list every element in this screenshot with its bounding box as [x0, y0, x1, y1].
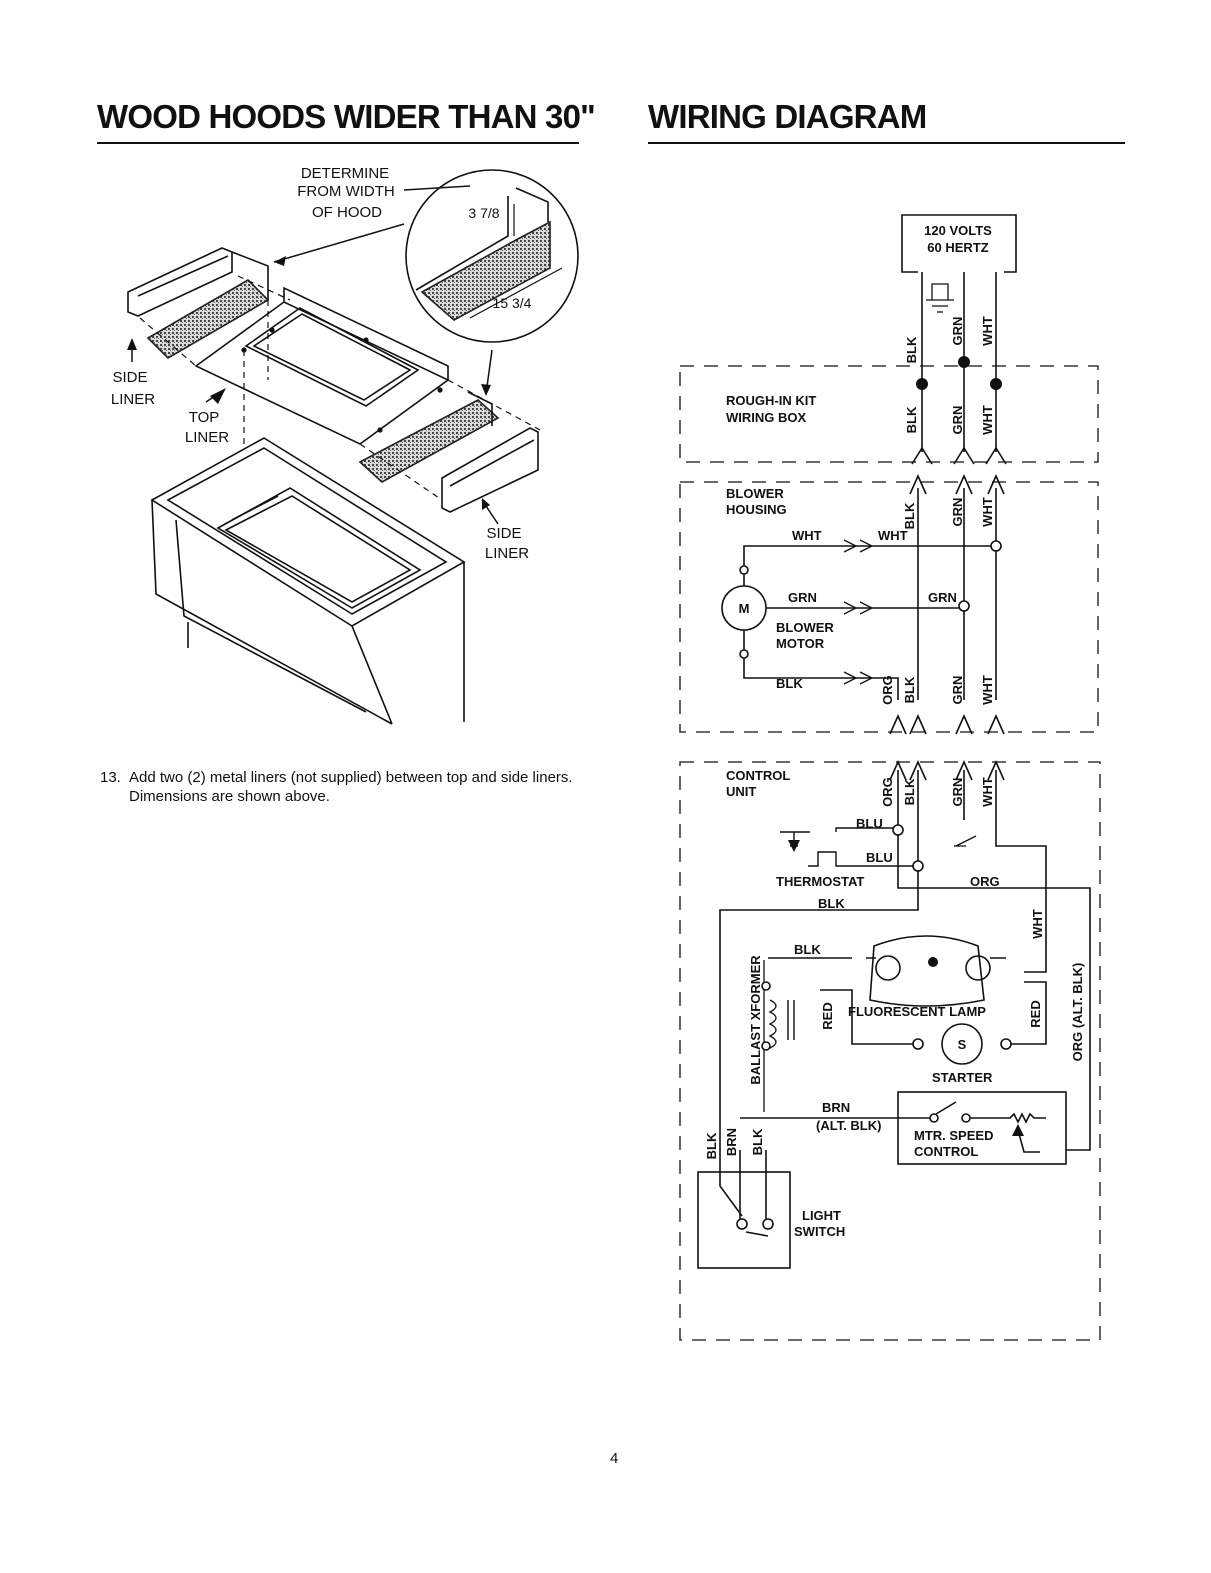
heading-wiring-diagram: WIRING DIAGRAM — [648, 98, 927, 135]
wire-label-blk-ballast: BLK — [794, 942, 821, 957]
label-side-liner-right-1: SIDE — [486, 525, 521, 542]
wire-label-blk-control: BLK — [902, 778, 917, 805]
wire-label-blk-blower: BLK — [902, 502, 917, 529]
step-text: Add two (2) metal liners (not supplied) … — [129, 769, 573, 805]
wire-label-grn-blower: GRN — [950, 498, 965, 527]
wire-label-grn-motor: GRN — [788, 590, 817, 605]
dim-three-seven-eighths: 3 7/8 — [468, 205, 499, 221]
wire-label-blk-switch-1: BLK — [704, 1132, 719, 1159]
wire-label-blk-thermostat: BLK — [818, 896, 845, 911]
motor-symbol-letter: M — [739, 601, 750, 616]
hood-figure-labels: DETERMINE FROM WIDTH OF HOOD 3 7/8 15 3/… — [111, 165, 532, 562]
hood-body — [150, 437, 466, 725]
top-liner-part — [194, 286, 450, 445]
blower-motor-label-2: MOTOR — [776, 636, 825, 651]
wire-label-blk-blower-bottom: BLK — [902, 676, 917, 703]
speed-control-label-2: CONTROL — [914, 1144, 978, 1159]
wire-label-blk-supply: BLK — [904, 336, 919, 363]
supply-frequency-label: 60 HERTZ — [927, 240, 988, 255]
rough-in-box-outline — [679, 365, 1099, 463]
label-side-liner-left-2: LINER — [111, 391, 155, 408]
wiring-diagram — [679, 214, 1101, 1341]
wire-label-red-right: RED — [1028, 1000, 1043, 1027]
dim-fifteen-three-quarters: 15 3/4 — [493, 295, 532, 311]
wire-label-brn: BRN — [822, 1100, 850, 1115]
wire-label-wht-control: WHT — [980, 777, 995, 807]
fluorescent-lamp-label: FLUORESCENT LAMP — [848, 1004, 986, 1019]
wire-label-blu-1: BLU — [856, 816, 883, 831]
wire-label-blk-motor: BLK — [776, 676, 803, 691]
wire-label-org-alt-blk: ORG (ALT. BLK) — [1070, 963, 1085, 1062]
callout-determine-line2: FROM WIDTH — [297, 183, 394, 200]
wire-label-blu-2: BLU — [866, 850, 893, 865]
wire-label-grn-supply: GRN — [950, 317, 965, 346]
fluorescent-lamp-tube — [869, 935, 985, 1007]
wire-label-blk-roughin: BLK — [904, 406, 919, 433]
rough-in-label-2: WIRING BOX — [726, 410, 806, 425]
starter-symbol — [941, 1023, 983, 1065]
wire-label-grn-roughin: GRN — [950, 406, 965, 435]
step-number: 13. — [100, 769, 121, 786]
wire-label-brn-switch: BRN — [724, 1128, 739, 1156]
wire-label-grn-blower-bottom: GRN — [950, 676, 965, 705]
wire-label-wht-motor: WHT — [792, 528, 822, 543]
control-unit-label-2: UNIT — [726, 784, 756, 799]
thermostat-label: THERMOSTAT — [776, 874, 864, 889]
label-top-liner-1: TOP — [189, 409, 220, 426]
control-unit-label-1: CONTROL — [726, 768, 790, 783]
ballast-label: BALLAST XFORMER — [748, 955, 763, 1085]
heading-rule-left — [97, 142, 579, 144]
heading-rule-right — [648, 142, 1125, 144]
light-switch-label-1: LIGHT — [802, 1208, 841, 1223]
detail-magnifier-circle — [405, 169, 579, 343]
callout-determine-line1: DETERMINE — [301, 165, 389, 182]
page-number: 4 — [610, 1450, 619, 1467]
callout-determine-line3: OF HOOD — [312, 204, 382, 221]
wire-label-alt-blk: (ALT. BLK) — [816, 1118, 881, 1133]
wire-label-wht-lamp: WHT — [1030, 909, 1045, 939]
blower-housing-outline — [679, 481, 1099, 733]
wire-label-grn-control: GRN — [950, 778, 965, 807]
right-side-liner-part — [358, 391, 539, 513]
wire-label-grn-junction: GRN — [928, 590, 957, 605]
label-side-liner-left-1: SIDE — [112, 369, 147, 386]
wire-label-org-blower: ORG — [880, 675, 895, 705]
wire-label-red-left: RED — [820, 1002, 835, 1029]
wire-label-wht-roughin: WHT — [980, 405, 995, 435]
starter-label: STARTER — [932, 1070, 993, 1085]
wire-label-wht-junction: WHT — [878, 528, 908, 543]
light-switch-label-2: SWITCH — [794, 1224, 845, 1239]
supply-box — [901, 214, 1017, 273]
wire-label-wht-supply: WHT — [980, 316, 995, 346]
blower-housing-label-2: HOUSING — [726, 502, 787, 517]
label-top-liner-2: LINER — [185, 429, 229, 446]
rough-in-label-1: ROUGH-IN KIT — [726, 393, 816, 408]
instruction-step-13: 13. Add two (2) metal liners (not suppli… — [100, 768, 590, 806]
wire-label-blk-switch-2: BLK — [750, 1128, 765, 1155]
heading-wood-hoods: WOOD HOODS WIDER THAN 30" — [97, 98, 596, 135]
wire-label-org-thermostat: ORG — [970, 874, 1000, 889]
hood-assembly-figure — [127, 169, 579, 725]
supply-voltage-label: 120 VOLTS — [924, 223, 992, 238]
wire-label-wht-blower: WHT — [980, 497, 995, 527]
label-side-liner-right-2: LINER — [485, 545, 529, 562]
wiring-labels: 120 VOLTS 60 HERTZ ROUGH-IN KIT WIRING B… — [704, 223, 1085, 1239]
blower-motor-label-1: BLOWER — [776, 620, 834, 635]
starter-symbol-letter: S — [958, 1037, 967, 1052]
wire-label-wht-blower-bottom: WHT — [980, 675, 995, 705]
wire-label-org-control: ORG — [880, 777, 895, 807]
control-unit-outline — [679, 761, 1101, 1341]
blower-housing-label-1: BLOWER — [726, 486, 784, 501]
ground-symbol — [926, 283, 954, 313]
speed-control-label-1: MTR. SPEED — [914, 1128, 993, 1143]
